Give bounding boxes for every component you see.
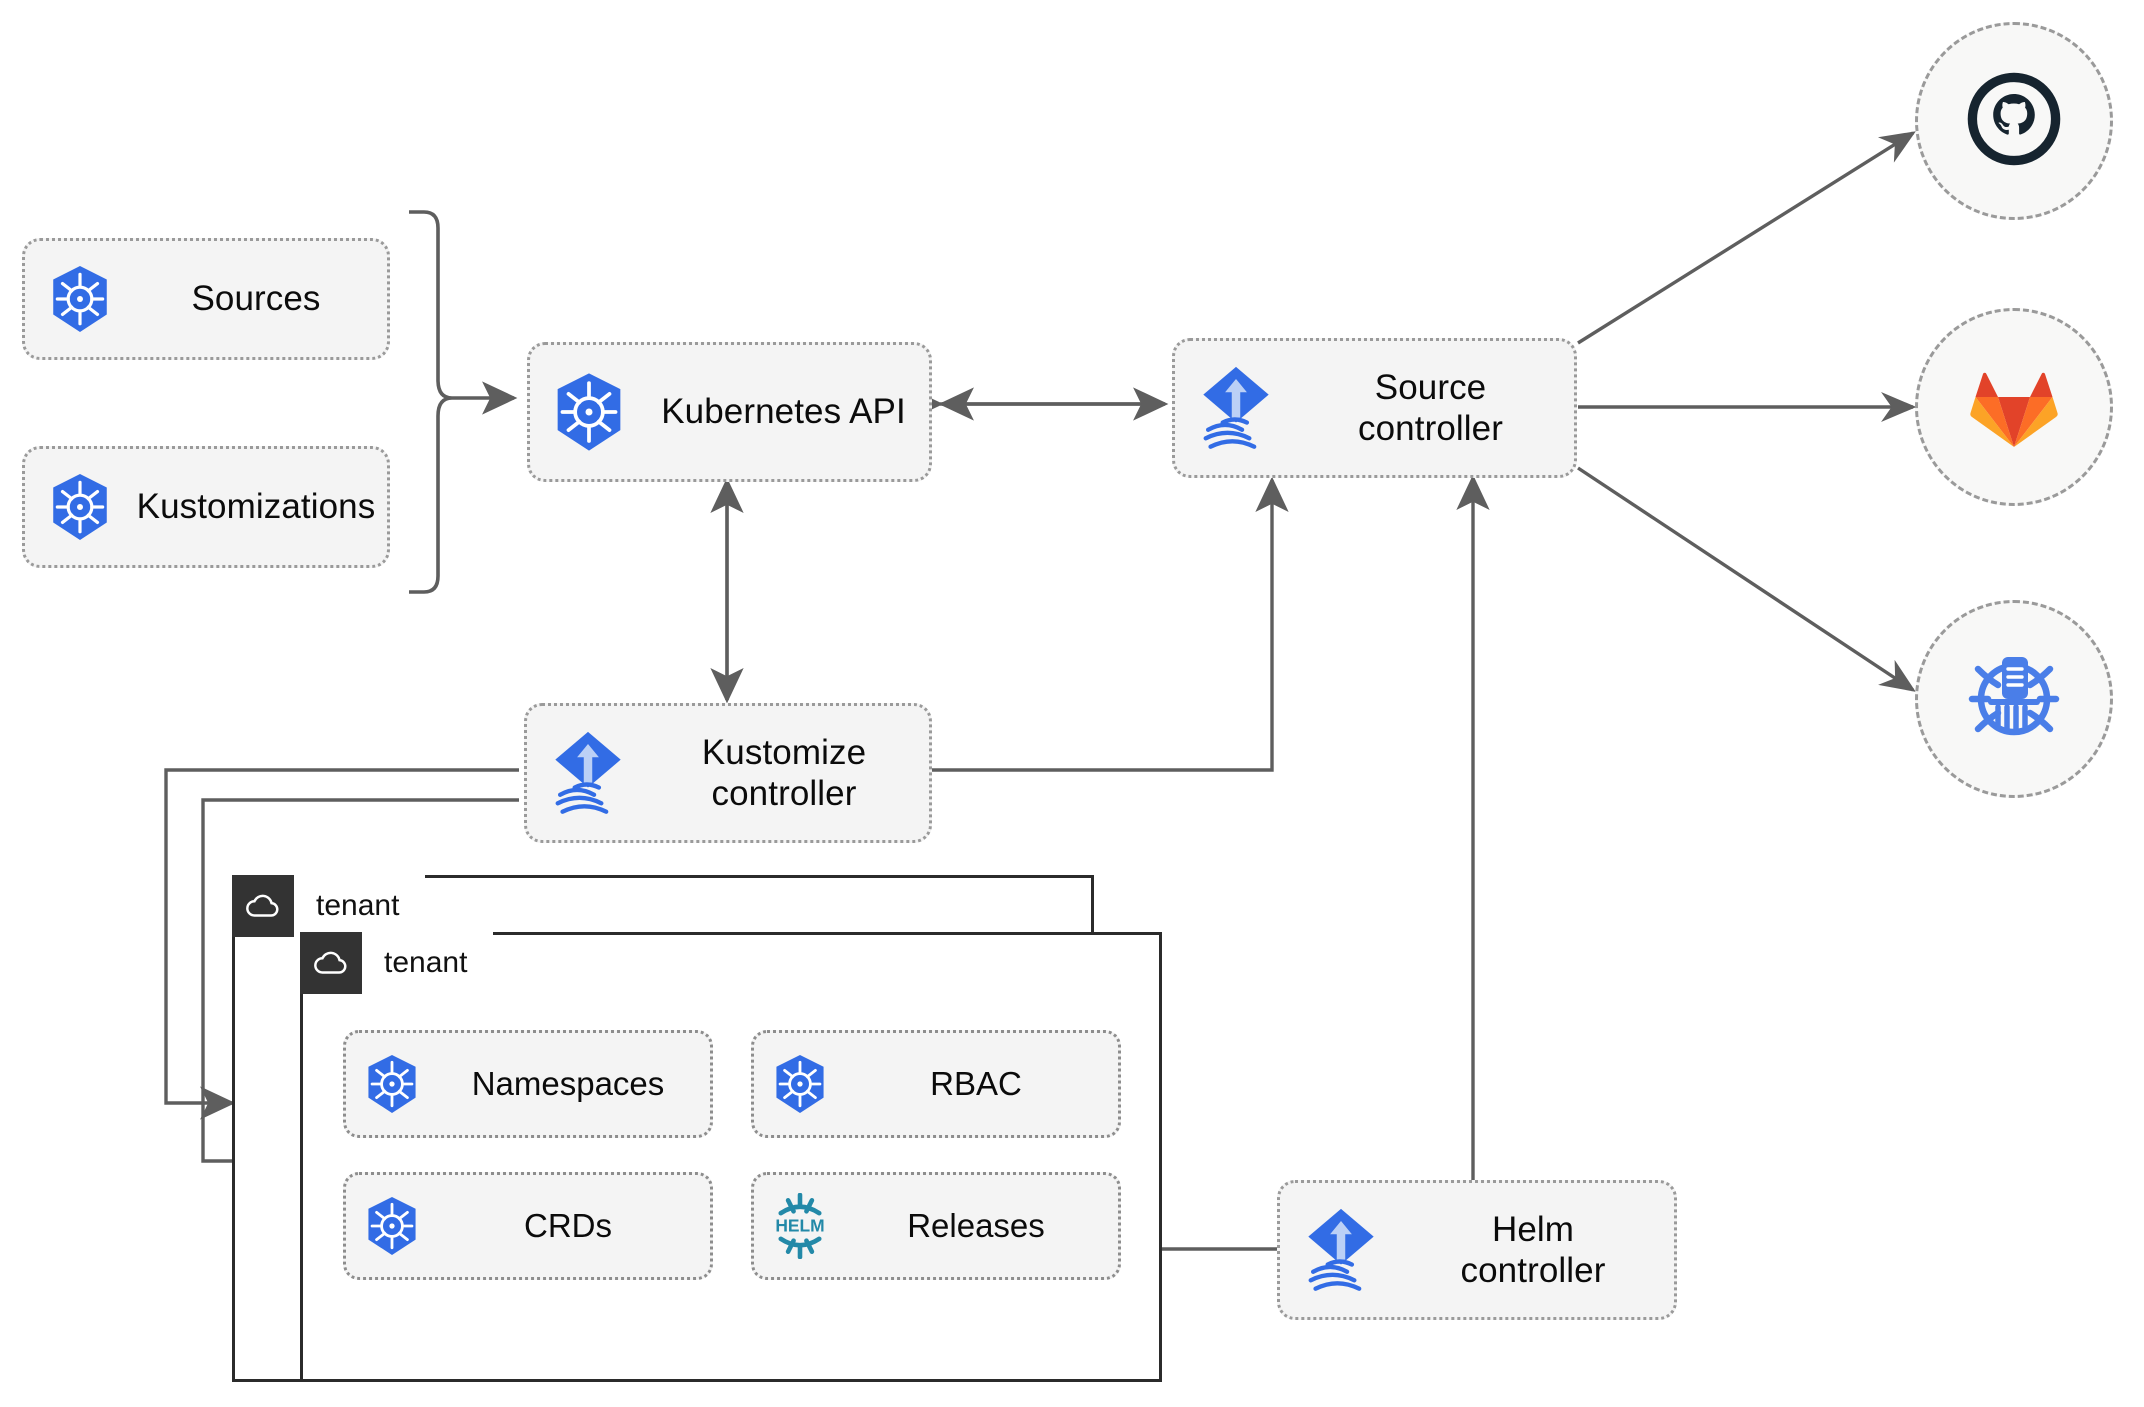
tenant-panel-front[interactable]: tenant <box>300 932 1162 1382</box>
node-label: Kustomizations <box>136 487 376 527</box>
kubernetes-icon <box>754 1053 846 1115</box>
provider-gitlab[interactable] <box>1915 308 2113 506</box>
tenant-item-crds[interactable]: CRDs <box>343 1172 713 1280</box>
svg-text:HELM: HELM <box>775 1216 824 1236</box>
gitlab-icon <box>1964 357 2064 458</box>
flux-icon <box>1175 362 1297 454</box>
node-source-controller[interactable]: Source controller <box>1172 338 1577 478</box>
node-label-line2: controller <box>711 774 857 813</box>
tenant-item-label: Releases <box>907 1207 1045 1244</box>
node-label: Kubernetes API <box>661 392 906 432</box>
node-label-line2: controller <box>1460 1251 1606 1290</box>
tenant-tab: tenant <box>300 932 494 994</box>
tenant-resource-grid: Namespaces <box>343 1030 1121 1280</box>
flux-icon <box>527 727 649 819</box>
tenant-item-namespaces[interactable]: Namespaces <box>343 1030 713 1138</box>
node-label-line2: controller <box>1358 409 1503 448</box>
provider-helm-repository[interactable] <box>1915 600 2113 798</box>
tenant-item-label: CRDs <box>524 1207 612 1244</box>
node-label: Sources <box>191 279 321 319</box>
node-helm-controller[interactable]: Helm controller <box>1277 1180 1677 1320</box>
tenant-item-label: Namespaces <box>471 1065 665 1102</box>
tenant-item-releases[interactable]: HELM Releases <box>751 1172 1121 1280</box>
provider-github[interactable] <box>1915 22 2113 220</box>
cloud-icon <box>300 932 362 994</box>
kubernetes-icon <box>346 1195 438 1257</box>
node-kustomize-controller[interactable]: Kustomize controller <box>524 703 932 843</box>
kubernetes-icon <box>25 264 135 334</box>
node-kubernetes-api[interactable]: Kubernetes API <box>527 342 932 482</box>
helm-icon: HELM <box>754 1193 846 1259</box>
helm-repository-icon <box>1958 643 2070 756</box>
node-label: Helm controller <box>1402 1209 1674 1292</box>
node-label-line1: Kustomize <box>701 732 867 772</box>
node-label-line1: Source <box>1374 367 1487 407</box>
cloud-icon <box>232 875 294 937</box>
node-label: Kustomize controller <box>649 732 929 815</box>
node-label: Source controller <box>1297 367 1574 450</box>
node-kustomizations[interactable]: Kustomizations <box>22 446 390 568</box>
tenant-item-label: RBAC <box>930 1065 1022 1102</box>
kubernetes-icon <box>25 472 135 542</box>
github-icon <box>1962 67 2066 176</box>
flux-icon <box>1280 1204 1402 1296</box>
tenant-label: tenant <box>316 889 400 922</box>
kubernetes-icon <box>346 1053 438 1115</box>
tenant-label: tenant <box>384 946 468 979</box>
tenant-tab: tenant <box>232 875 426 937</box>
node-label-line1: Helm <box>1491 1209 1575 1249</box>
tenant-item-rbac[interactable]: RBAC <box>751 1030 1121 1138</box>
node-sources[interactable]: Sources <box>22 238 390 360</box>
kubernetes-icon <box>530 371 648 453</box>
